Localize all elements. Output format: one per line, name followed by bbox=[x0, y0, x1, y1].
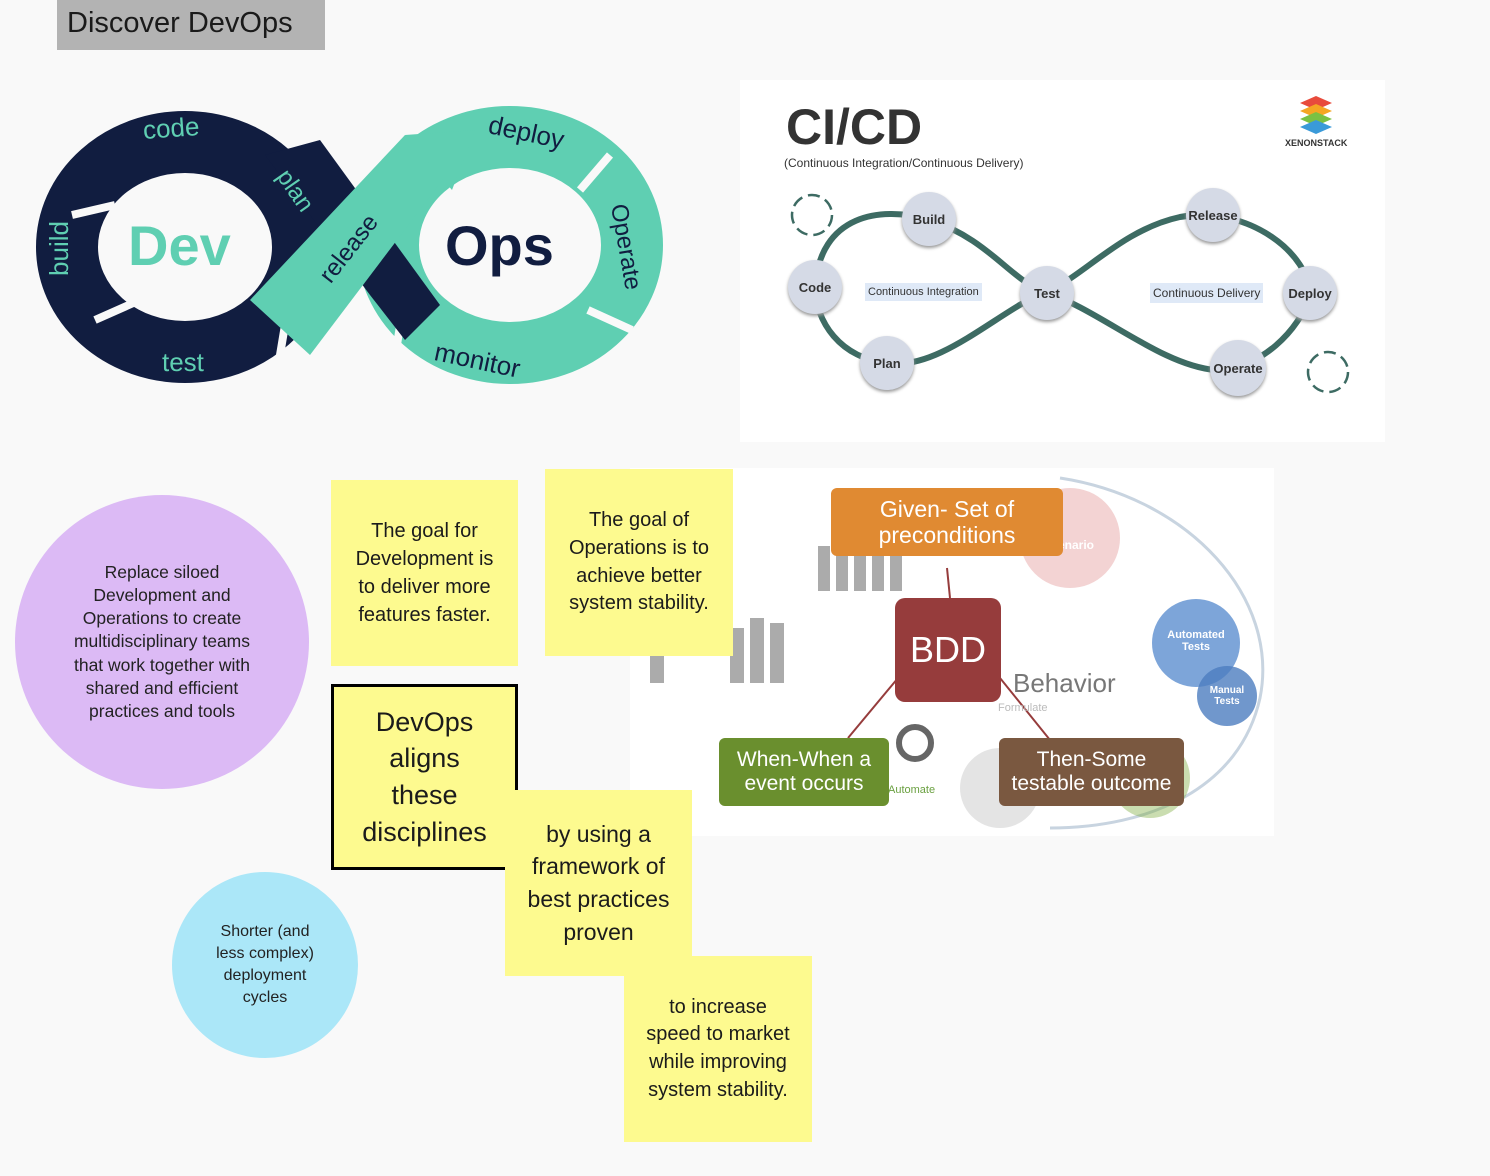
bdd-when-box: When-When a event occurs bbox=[719, 738, 889, 806]
bdd-automated-tests: Automated Tests bbox=[1167, 629, 1225, 653]
cicd-node-deploy: Deploy bbox=[1283, 266, 1337, 320]
cicd-node-release: Release bbox=[1186, 188, 1240, 242]
bdd-center-box: BDD bbox=[895, 598, 1001, 702]
cicd-node-operate: Operate bbox=[1210, 340, 1266, 396]
dev-label: Dev bbox=[128, 214, 231, 277]
sticky-increase[interactable]: to increase speed to market while improv… bbox=[624, 956, 812, 1142]
xenonstack-logo-icon bbox=[1298, 94, 1334, 134]
refresh-icon-right bbox=[1306, 350, 1350, 394]
ci-label: Continuous Integration bbox=[865, 283, 982, 301]
cicd-node-test: Test bbox=[1020, 266, 1074, 320]
page-title: Discover DevOps bbox=[57, 0, 325, 50]
cicd-subtitle: (Continuous Integration/Continuous Deliv… bbox=[784, 156, 1024, 170]
sticky-framework[interactable]: by using a framework of best practices p… bbox=[505, 790, 692, 976]
cicd-node-code: Code bbox=[788, 260, 842, 314]
cd-label: Continuous Delivery bbox=[1150, 283, 1264, 303]
blue-note-circle[interactable]: Shorter (and less complex) deployment cy… bbox=[172, 872, 358, 1058]
ops-label: Ops bbox=[445, 214, 554, 277]
devops-infinity-diagram: Dev Ops code plan build test release dep… bbox=[20, 95, 680, 405]
bdd-automate-label: Automate bbox=[888, 784, 936, 796]
refresh-icon-left bbox=[790, 193, 834, 237]
bdd-given-box: Given- Set of preconditions bbox=[831, 488, 1063, 556]
stage-test: test bbox=[162, 347, 204, 377]
xenonstack-brand: XENONSTACK bbox=[1285, 138, 1348, 148]
gear-icon bbox=[896, 724, 934, 762]
bdd-manual-tests: Manual Tests bbox=[1209, 685, 1245, 707]
bdd-then-box: Then-Some testable outcome bbox=[999, 738, 1184, 806]
bdd-behavior-label: Behavior bbox=[1013, 668, 1116, 698]
bdd-formulate-label: Formulate bbox=[998, 702, 1048, 714]
sticky-dev-goal[interactable]: The goal for Development is to deliver m… bbox=[331, 480, 518, 666]
cicd-title: CI/CD bbox=[786, 99, 923, 155]
bdd-scenario-fragment: enario bbox=[1058, 538, 1095, 552]
cicd-node-plan: Plan bbox=[860, 336, 914, 390]
sticky-ops-goal[interactable]: The goal of Operations is to achieve bet… bbox=[545, 469, 733, 656]
cicd-card: CI/CD (Continuous Integration/Continuous… bbox=[740, 80, 1385, 442]
purple-note-circle[interactable]: Replace siloed Development and Operation… bbox=[15, 495, 309, 789]
stage-build: build bbox=[43, 221, 74, 276]
stage-code: code bbox=[141, 111, 201, 145]
release-arrow bbox=[250, 135, 450, 355]
bdd-card: enario Behavior Formulate Automate Autom… bbox=[630, 468, 1274, 836]
cicd-node-build: Build bbox=[902, 192, 956, 246]
sticky-aligns[interactable]: DevOps aligns these disciplines bbox=[331, 684, 518, 870]
